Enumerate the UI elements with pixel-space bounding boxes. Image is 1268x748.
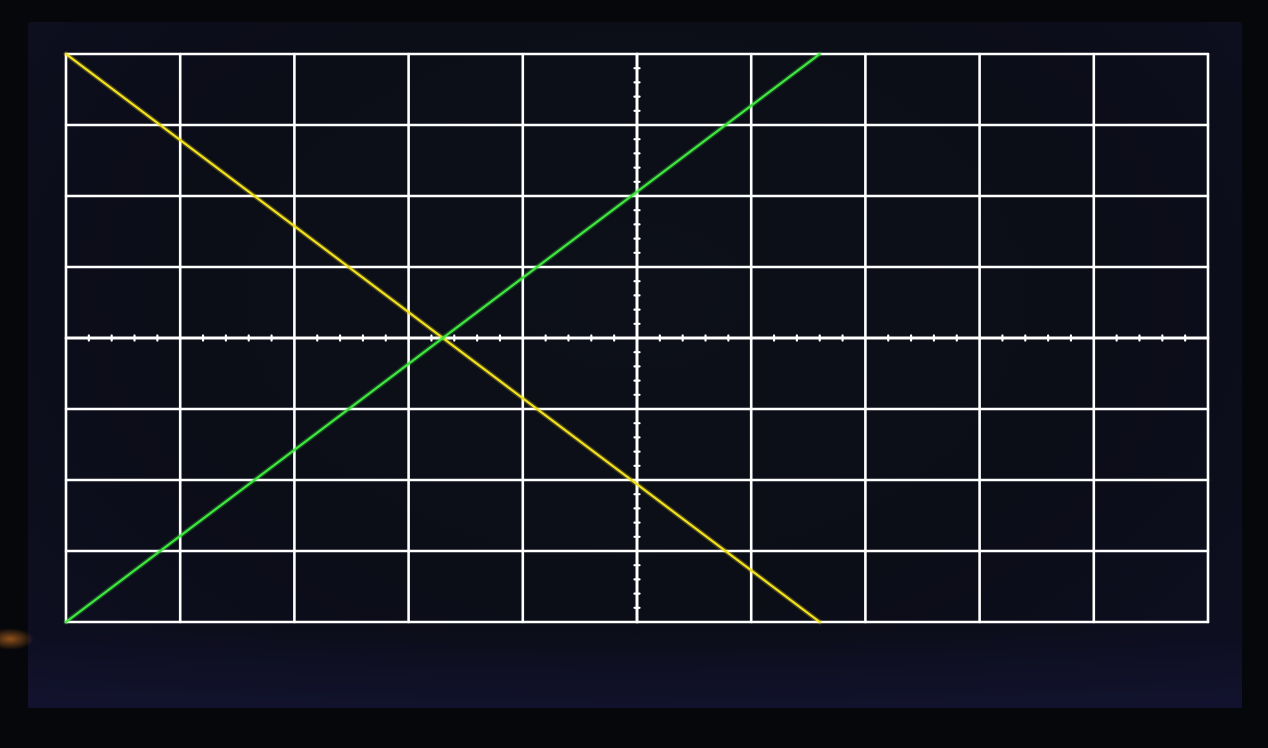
graticule-center-ticks [87,67,1187,609]
screen-bottom-glow [28,630,1242,708]
signal-trace-green [64,52,821,624]
signal-traces [63,51,823,625]
graticule-grid [64,52,1210,624]
ambient-light-reflection [0,628,34,650]
